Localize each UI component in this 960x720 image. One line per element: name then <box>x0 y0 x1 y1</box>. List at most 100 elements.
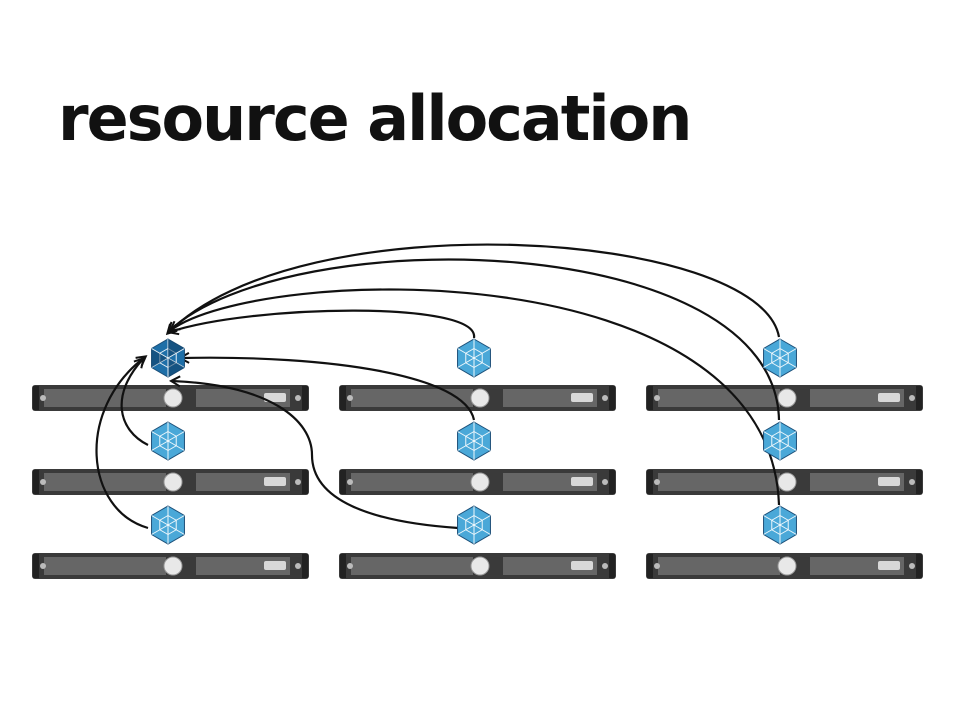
server-vent <box>658 389 780 407</box>
server-drive-bay <box>878 393 900 402</box>
server-drive-bay <box>571 561 593 570</box>
compute-node-icon <box>457 505 491 545</box>
server-screw <box>40 395 46 401</box>
server-ear <box>916 470 922 494</box>
server-ear <box>609 554 615 578</box>
server-unit <box>339 553 616 579</box>
node-mesh-line <box>167 348 185 363</box>
server-screw <box>602 479 608 485</box>
arrow-c3r2-to-master <box>169 258 781 421</box>
node-mesh-line <box>473 440 491 451</box>
master-node-icon <box>151 338 185 378</box>
node-mesh-line <box>473 357 491 368</box>
server-screw <box>602 563 608 569</box>
node-mesh-line <box>457 436 475 451</box>
node-mesh-line <box>771 358 781 377</box>
server-power-light <box>163 388 183 408</box>
node-mesh-line <box>473 515 491 530</box>
server-vent <box>351 473 473 491</box>
server-screw <box>347 563 353 569</box>
node-shade <box>168 339 185 358</box>
server-ear <box>609 386 615 410</box>
server-vent <box>658 473 780 491</box>
node-mesh-line <box>167 515 185 530</box>
server-ear <box>340 470 346 494</box>
server-screw <box>602 395 608 401</box>
server-power-light <box>777 388 797 408</box>
server-unit <box>32 553 309 579</box>
node-mesh-line <box>159 441 169 460</box>
server-vent <box>351 557 473 575</box>
arrow-c2r2-to-master <box>181 358 476 421</box>
node-mesh-line <box>473 348 491 363</box>
node-mesh-line <box>457 515 475 526</box>
server-screw <box>347 479 353 485</box>
node-mesh-line <box>465 358 475 377</box>
node-mesh-line <box>151 520 169 535</box>
server-screw <box>347 395 353 401</box>
server-drive-bay <box>571 477 593 486</box>
node-mesh-line <box>763 515 781 526</box>
node-mesh-line <box>779 357 797 368</box>
server-vent <box>658 557 780 575</box>
server-ear <box>340 554 346 578</box>
arrow-c3r1-to-master <box>168 243 781 338</box>
node-mesh-line <box>763 520 781 535</box>
server-screw <box>654 395 660 401</box>
server-drive-bay <box>264 393 286 402</box>
server-power-light <box>777 472 797 492</box>
node-mesh-line <box>763 348 781 359</box>
server-screw <box>295 479 301 485</box>
server-ear <box>302 554 308 578</box>
server-drive-bay <box>264 561 286 570</box>
node-mesh-line <box>167 440 185 451</box>
server-screw <box>295 395 301 401</box>
compute-node-icon <box>151 505 185 545</box>
server-vent <box>44 389 166 407</box>
server-ear <box>609 470 615 494</box>
server-unit <box>32 385 309 411</box>
server-vent <box>44 473 166 491</box>
server-ear <box>340 386 346 410</box>
server-power-light <box>470 556 490 576</box>
server-screw <box>909 395 915 401</box>
node-mesh-line <box>159 525 169 544</box>
server-unit <box>339 469 616 495</box>
node-mesh-line <box>771 525 781 544</box>
server-screw <box>909 563 915 569</box>
server-power-light <box>470 472 490 492</box>
server-ear <box>647 470 653 494</box>
server-rack-group <box>32 385 923 579</box>
compute-node-icon <box>457 338 491 378</box>
node-mesh-line <box>465 525 475 544</box>
server-unit <box>339 385 616 411</box>
server-power-light <box>777 556 797 576</box>
server-ear <box>302 386 308 410</box>
compute-node-group <box>151 338 797 545</box>
server-drive-bay <box>571 393 593 402</box>
server-ear <box>33 554 39 578</box>
server-screw <box>654 479 660 485</box>
arrow-c1r3-to-master <box>95 357 149 530</box>
server-screw <box>40 563 46 569</box>
compute-node-icon <box>151 421 185 461</box>
node-mesh-line <box>151 348 169 359</box>
node-mesh-line <box>457 431 475 442</box>
server-unit <box>646 553 923 579</box>
node-mesh-line <box>779 440 797 451</box>
node-mesh-line <box>167 524 185 535</box>
server-screw <box>909 479 915 485</box>
node-mesh-line <box>779 524 797 535</box>
server-unit <box>646 469 923 495</box>
node-mesh-line <box>457 520 475 535</box>
node-mesh-line <box>465 441 475 460</box>
node-mesh-line <box>763 436 781 451</box>
arrow-c3r3-to-master <box>171 288 781 506</box>
node-mesh-line <box>473 431 491 446</box>
server-ear <box>33 470 39 494</box>
server-ear <box>33 386 39 410</box>
server-vent <box>351 389 473 407</box>
node-mesh-line <box>151 431 169 442</box>
node-mesh-line <box>779 348 797 363</box>
